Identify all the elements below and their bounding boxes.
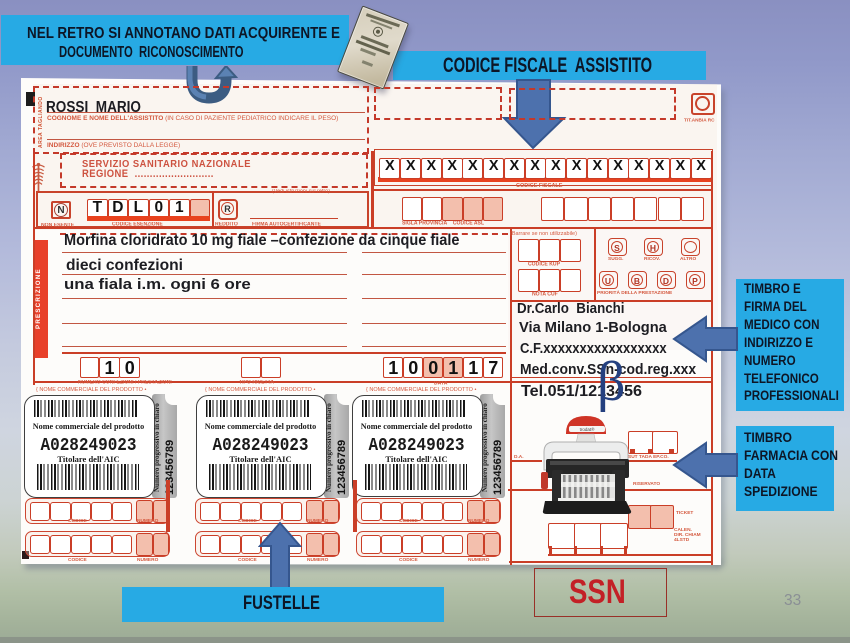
svg-text:trodat®: trodat® bbox=[580, 426, 596, 432]
